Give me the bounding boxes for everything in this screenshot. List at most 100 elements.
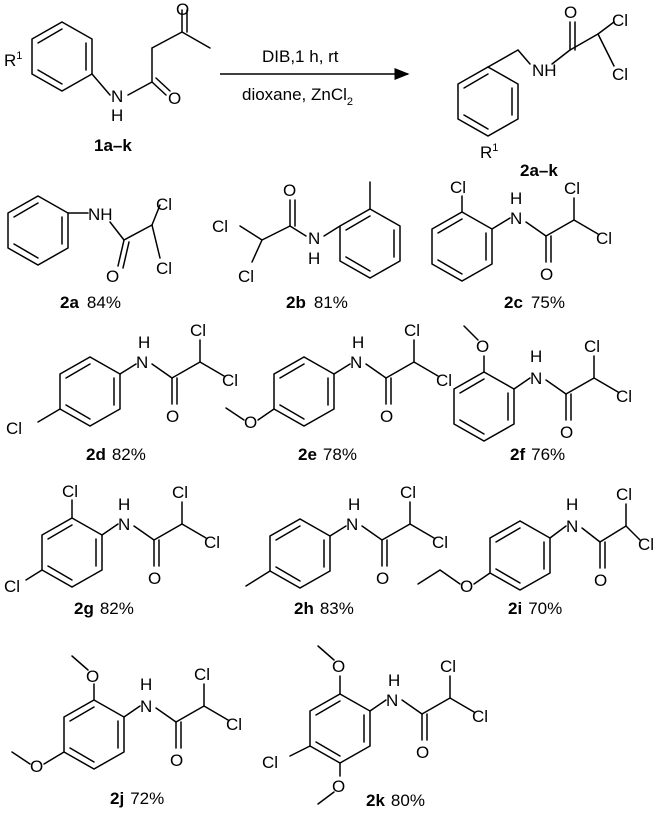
atom-cl: Cl <box>262 753 278 772</box>
atom-h: H <box>352 333 364 352</box>
compound-2f-structure <box>453 325 619 442</box>
atom-o: O <box>460 577 473 596</box>
compound-2j-structure <box>11 655 229 770</box>
compound-2c-structure <box>431 195 599 282</box>
compound-2k-structure <box>289 645 475 805</box>
atom-o: O <box>380 407 393 426</box>
atom-n: N <box>530 369 542 388</box>
atom-cl: Cl <box>612 65 628 84</box>
atom-cl: Cl <box>204 533 220 552</box>
compound-2h-structure <box>245 501 435 589</box>
compound-2a-structure <box>7 195 161 269</box>
atom-h: H <box>308 249 320 268</box>
atom-cl: Cl <box>172 483 188 502</box>
atom-cl: Cl <box>436 371 452 390</box>
atom-h: H <box>530 347 542 366</box>
atom-n: N <box>118 515 130 534</box>
atom-o: O <box>476 337 489 356</box>
atom-n: N <box>111 87 123 106</box>
product-general-label: 2a–k <box>520 161 558 180</box>
atom-o: O <box>332 777 345 796</box>
atom-cl: Cl <box>190 321 206 340</box>
atom-o: O <box>540 265 553 284</box>
atom-o: O <box>332 657 345 676</box>
atom-cl: Cl <box>404 321 420 340</box>
reagent-top: DIB,1 h, rt <box>262 47 339 66</box>
starting-material-label: 1a–k <box>94 136 132 155</box>
atom-cl: Cl <box>612 11 628 30</box>
atom-o: O <box>594 571 607 590</box>
atom-cl: Cl <box>596 229 612 248</box>
atom-cl: Cl <box>194 665 210 684</box>
atom-cl: Cl <box>616 485 632 504</box>
reagent-bottom: dioxane, ZnCl2 <box>242 85 353 108</box>
atom-o: O <box>376 569 389 588</box>
atom-o: O <box>148 569 161 588</box>
atom-cl: Cl <box>400 483 416 502</box>
atom-o: O <box>106 267 119 286</box>
atom-h: H <box>138 333 150 352</box>
atom-o: O <box>560 423 573 442</box>
atom-cl: Cl <box>450 178 466 197</box>
atom-n: N <box>140 697 152 716</box>
atom-o: O <box>168 89 181 108</box>
atom-cl: Cl <box>564 179 580 198</box>
atom-n: N <box>346 515 358 534</box>
atom-cl: Cl <box>222 371 238 390</box>
atom-cl: Cl <box>638 535 654 554</box>
atom-cl: Cl <box>472 707 488 726</box>
atom-n: N <box>350 353 362 372</box>
atom-cl: Cl <box>440 657 456 676</box>
atom-o: O <box>30 757 43 776</box>
compound-2g-structure <box>25 499 207 588</box>
atom-h: H <box>348 495 360 514</box>
atom-cl: Cl <box>432 533 448 552</box>
compound-2d-structure <box>37 339 225 427</box>
atom-o: O <box>564 3 577 22</box>
atom-o: O <box>416 743 429 762</box>
atom-h: H <box>118 495 130 514</box>
atom-o: O <box>283 181 296 200</box>
atom-h: H <box>140 675 152 694</box>
atom-cl: Cl <box>62 482 78 501</box>
atom-cl: Cl <box>584 337 600 356</box>
compound-2b-structure <box>239 181 401 279</box>
atom-nh: NH <box>88 205 113 224</box>
atom-n: N <box>510 209 522 228</box>
atom-cl: Cl <box>4 577 20 596</box>
atom-o: O <box>244 413 257 432</box>
substituent-r1-label: R1 <box>480 142 498 162</box>
substituent-r1-label: R1 <box>4 50 22 70</box>
atom-cl: Cl <box>212 217 228 236</box>
atom-h: H <box>510 189 522 208</box>
atom-o: O <box>86 667 99 686</box>
compound-2e-structure <box>225 339 439 427</box>
atom-n: N <box>308 229 320 248</box>
atom-h: H <box>111 106 123 125</box>
atom-cl: Cl <box>156 259 172 278</box>
atom-cl: Cl <box>226 715 242 734</box>
atom-cl: Cl <box>238 267 254 286</box>
atom-h: H <box>566 495 578 514</box>
atom-o: O <box>170 751 183 770</box>
atom-n: N <box>566 517 578 536</box>
atom-o: O <box>176 0 189 19</box>
atom-cl: Cl <box>616 387 632 406</box>
starting-material-structure <box>31 9 211 96</box>
atom-n: N <box>136 353 148 372</box>
atom-cl: Cl <box>156 195 172 214</box>
atom-n: N <box>386 691 398 710</box>
atom-nh: NH <box>532 61 557 80</box>
product-general-structure <box>457 21 615 137</box>
